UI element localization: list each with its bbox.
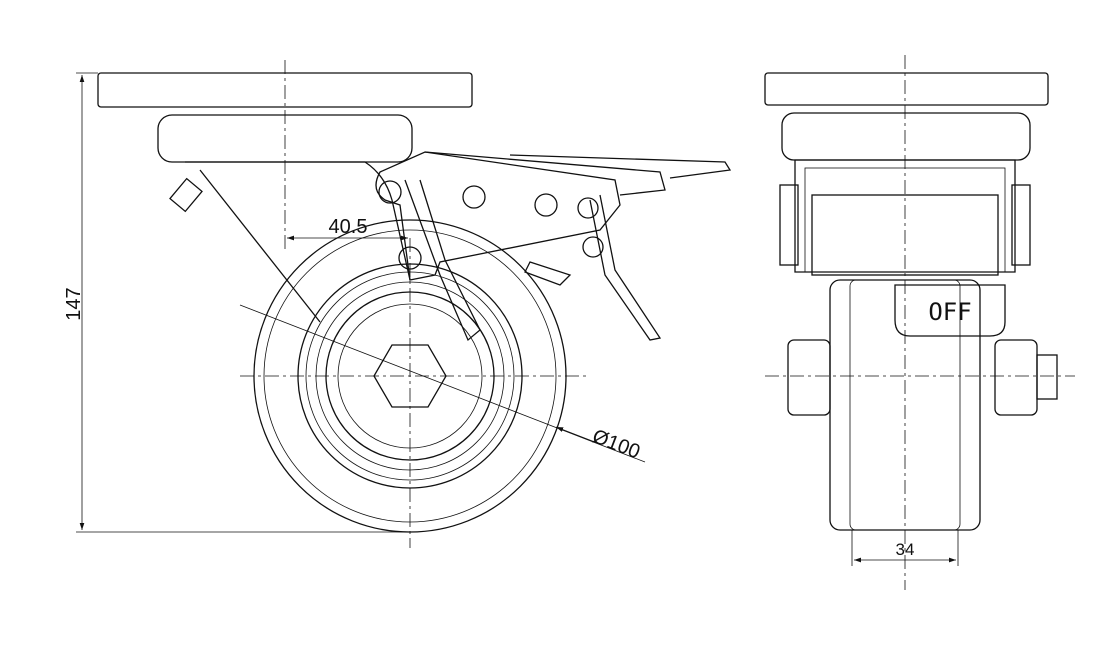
- top-plate-front: [764, 72, 1049, 106]
- brake-off-label: OFF: [928, 298, 971, 326]
- diameter-dimension: Ø100: [589, 425, 643, 463]
- width-dimension: 34: [896, 540, 915, 559]
- bolt: [169, 177, 203, 213]
- height-dimension: 147: [63, 287, 85, 320]
- brake-lever: [375, 151, 732, 342]
- side-view: 147 40.5 Ø100: [63, 60, 732, 548]
- axle-nut-left: [787, 339, 831, 416]
- offset-dimension: 40.5: [329, 216, 368, 238]
- fork: [185, 161, 411, 281]
- swivel-plate-front: [781, 112, 1031, 161]
- front-view: OFF 34: [764, 55, 1075, 590]
- diameter-leader: [239, 304, 646, 463]
- brake-pedal: [894, 284, 1006, 337]
- fork-front: [794, 159, 1016, 273]
- axle-end: [1036, 354, 1058, 400]
- axle-nut-right: [994, 339, 1038, 416]
